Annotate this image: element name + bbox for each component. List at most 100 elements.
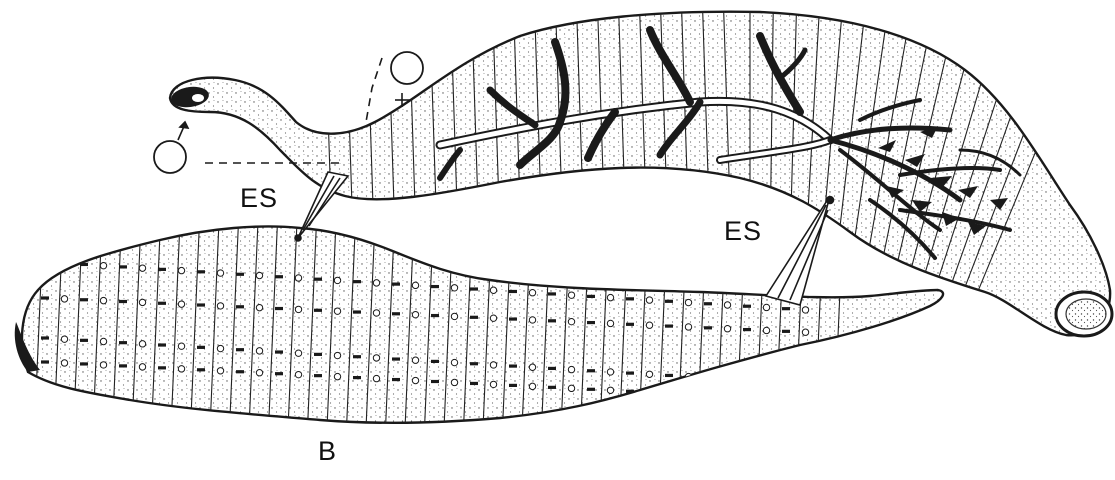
- sensillum: [763, 378, 769, 384]
- segment-marking: [80, 263, 88, 266]
- es-pointer-right: [766, 196, 834, 305]
- segment-marking: [548, 386, 556, 389]
- sensillum: [529, 364, 535, 370]
- sensillum: [529, 290, 535, 296]
- segment-marking: [158, 366, 166, 369]
- sensillum: [412, 377, 418, 383]
- sensillum: [373, 310, 379, 316]
- sensillum: [139, 265, 145, 271]
- segment-marking: [314, 374, 322, 377]
- sensillum: [646, 371, 652, 377]
- sensillum: [139, 364, 145, 370]
- segment-marking: [548, 292, 556, 295]
- circle-left: [154, 141, 186, 173]
- sensillum: [646, 297, 652, 303]
- sensillum: [802, 380, 808, 386]
- segment-marking: [197, 270, 205, 273]
- segment-marking: [509, 364, 517, 367]
- segment-marking: [119, 300, 127, 303]
- b-label: B: [318, 438, 337, 465]
- segment-marking: [119, 265, 127, 268]
- sensillum: [802, 307, 808, 313]
- posterior-sucker-inner: [1066, 299, 1106, 329]
- sensillum: [451, 379, 457, 385]
- sensillum: [334, 373, 340, 379]
- segment-marking: [626, 323, 634, 326]
- segment-marking: [353, 376, 361, 379]
- segment-marking: [431, 360, 439, 363]
- segment-marking: [314, 309, 322, 312]
- sensillum: [724, 393, 730, 399]
- sensillum: [217, 303, 223, 309]
- segment-marking: [665, 324, 673, 327]
- sensillum: [256, 272, 262, 278]
- segment-marking: [158, 343, 166, 346]
- segment-marking: [470, 287, 478, 290]
- segment-marking: [743, 305, 751, 308]
- sensillum: [763, 327, 769, 333]
- segment-marking: [80, 339, 88, 342]
- segment-marking: [392, 357, 400, 360]
- segment-marking: [314, 278, 322, 281]
- segment-marking: [665, 392, 673, 395]
- segment-marking: [80, 298, 88, 301]
- segment-marking: [665, 374, 673, 377]
- segment-marking: [119, 341, 127, 344]
- es-label-left: ES: [240, 185, 278, 212]
- sensillum: [61, 296, 67, 302]
- sensillum: [685, 299, 691, 305]
- sensillum: [61, 336, 67, 342]
- sensillum: [607, 320, 613, 326]
- sensillum: [490, 287, 496, 293]
- segment-marking: [704, 326, 712, 329]
- sensillum: [373, 280, 379, 286]
- segment-marking: [626, 297, 634, 300]
- segment-marking: [782, 397, 790, 400]
- circle-top: [391, 52, 423, 84]
- segment-marking: [509, 290, 517, 293]
- head-mouth-inner: [192, 94, 204, 102]
- segment-marking: [158, 268, 166, 271]
- segment-marking: [470, 316, 478, 319]
- segment-marking: [392, 312, 400, 315]
- sensillum: [607, 387, 613, 393]
- segment-marking: [704, 394, 712, 397]
- segment-marking: [236, 370, 244, 373]
- segment-marking: [704, 302, 712, 305]
- sensillum: [61, 360, 67, 366]
- segment-marking: [548, 367, 556, 370]
- segment-marking: [119, 364, 127, 367]
- segment-marking: [509, 384, 517, 387]
- es-label-right: ES: [724, 218, 762, 245]
- segment-marking: [236, 348, 244, 351]
- sensillum: [529, 383, 535, 389]
- segment-marking: [41, 336, 49, 339]
- segment-marking: [548, 319, 556, 322]
- segment-marking: [587, 295, 595, 298]
- sensillum: [451, 359, 457, 365]
- sensillum: [646, 322, 652, 328]
- segment-marking: [41, 296, 49, 299]
- sensillum: [139, 341, 145, 347]
- segment-marking: [275, 275, 283, 278]
- sensillum: [451, 313, 457, 319]
- segment-marking: [275, 372, 283, 375]
- sensillum: [373, 355, 379, 361]
- sensillum: [451, 285, 457, 291]
- sensillum: [334, 308, 340, 314]
- sensillum: [334, 352, 340, 358]
- sensillum: [724, 302, 730, 308]
- sensillum: [802, 397, 808, 403]
- sensillum: [217, 368, 223, 374]
- sensillum: [763, 304, 769, 310]
- segment-marking: [743, 379, 751, 382]
- segment-marking: [431, 314, 439, 317]
- segment-marking: [470, 362, 478, 365]
- sensillum: [217, 270, 223, 276]
- sensillum: [100, 362, 106, 368]
- sensillum: [256, 304, 262, 310]
- segment-marking: [197, 368, 205, 371]
- segment-marking: [314, 353, 322, 356]
